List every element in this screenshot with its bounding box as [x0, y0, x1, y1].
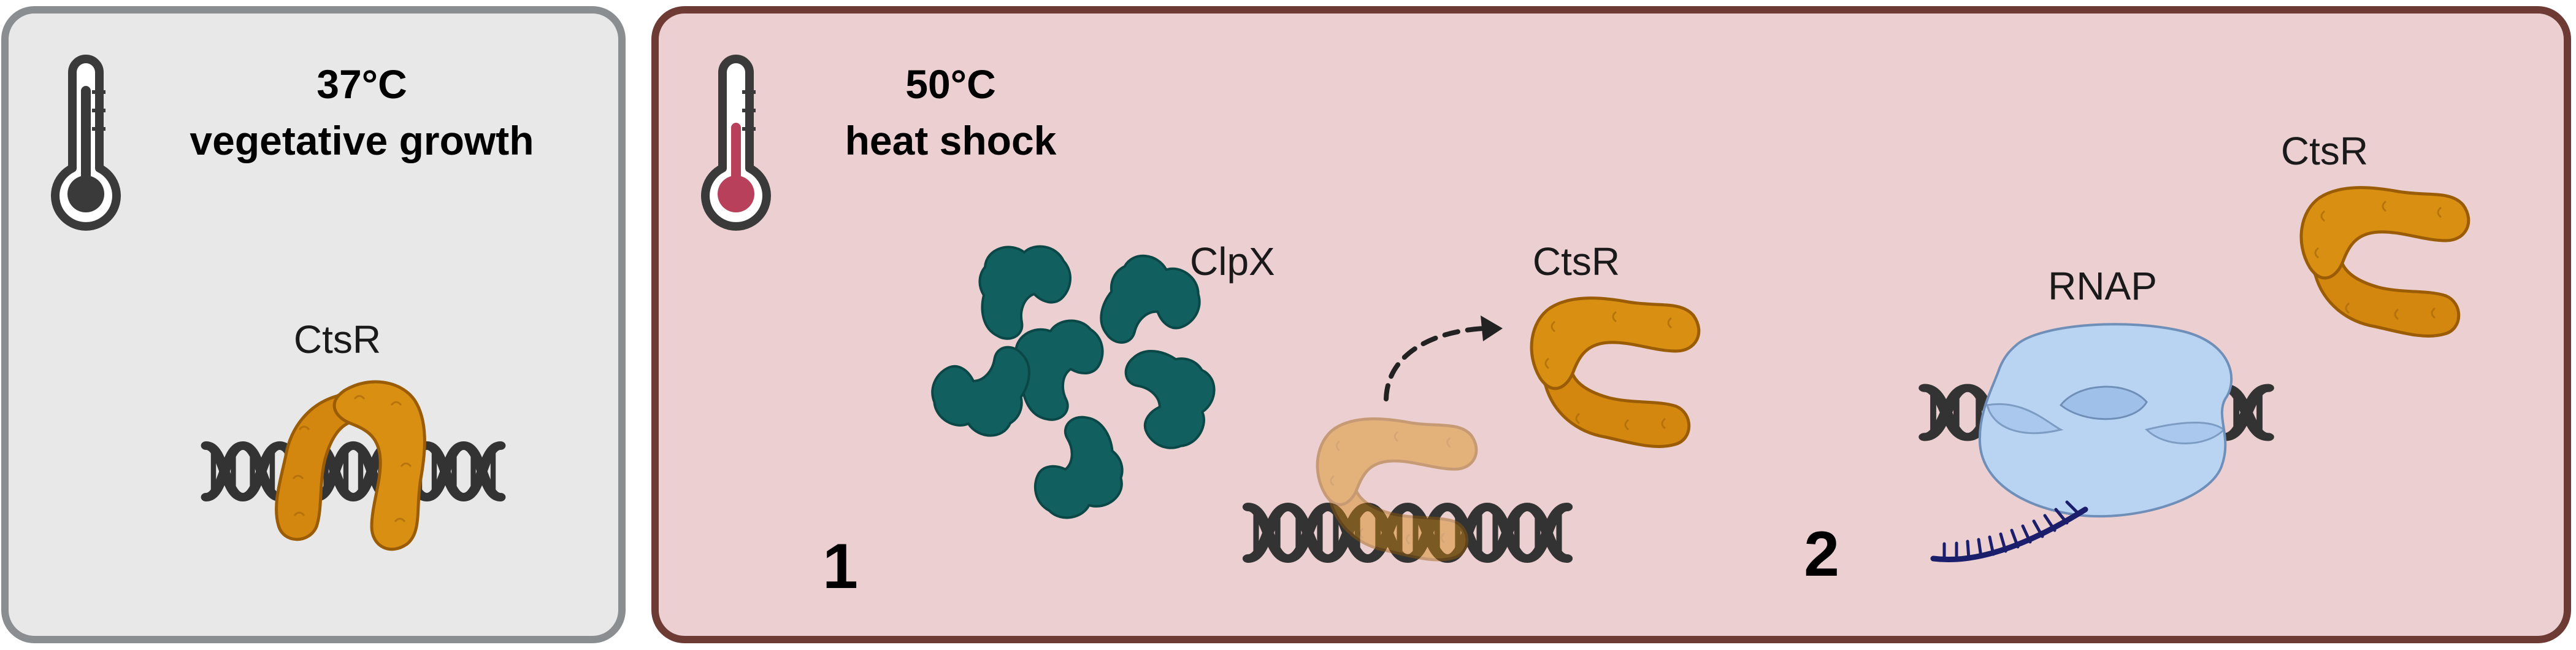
step-2-number: 2 — [1804, 519, 1839, 590]
release-arrow — [1384, 326, 1487, 401]
heat-shock-condition: heat shock — [845, 118, 1057, 163]
clpx-label: ClpX — [1190, 239, 1275, 284]
vegetative-condition: vegetative growth — [190, 118, 534, 163]
rnap-polymerase — [1978, 323, 2233, 518]
thermometer-hot-icon — [701, 55, 771, 231]
rnap-label: RNAP — [2048, 264, 2157, 308]
heat-shock-temperature: 50°C — [905, 61, 995, 107]
mrna-transcript — [1930, 500, 2088, 563]
thermometer-cold-icon — [51, 55, 121, 231]
vegetative-ctsr-label: CtsR — [294, 317, 381, 362]
vegetative-temperature: 37°C — [316, 61, 407, 107]
released-ctsr-label: CtsR — [1533, 239, 1620, 284]
step-1-number: 1 — [822, 531, 858, 602]
vegetative-panel-frame — [1, 6, 626, 643]
vegetative-panel: 37°C vegetative growth CtsR — [1, 6, 626, 643]
heat-shock-panel: 50°C heat shock ClpX CtsR 1 RNAP — [651, 6, 2571, 643]
free-ctsr-label: CtsR — [2281, 129, 2368, 173]
release-arrowhead-icon — [1481, 315, 1503, 341]
